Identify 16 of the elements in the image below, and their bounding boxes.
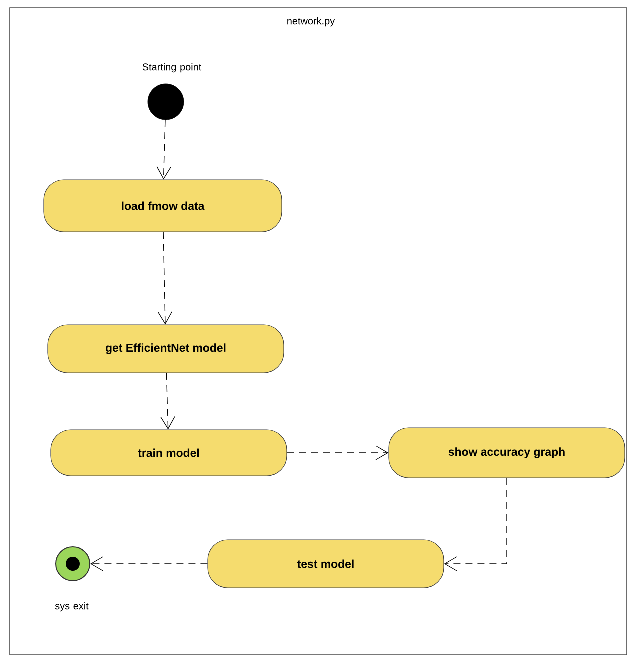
arrow — [156, 120, 172, 180]
arrow — [90, 556, 208, 572]
arrow — [286, 446, 389, 460]
arrow — [158, 232, 173, 325]
end-circle — [56, 546, 90, 582]
arrow — [160, 372, 176, 430]
action-box: train model — [50, 430, 288, 476]
action-box: show accuracy graph — [388, 428, 626, 478]
node-caption: Starting point — [142, 63, 202, 73]
node-caption: sys exit — [55, 602, 89, 612]
action-box: test model — [208, 540, 444, 588]
action-box: get EfficientNet model — [48, 324, 284, 374]
action-box: load fmow data — [44, 180, 282, 232]
arrow — [444, 478, 508, 572]
diagram-title: network.py — [288, 17, 336, 27]
start-circle — [148, 84, 184, 120]
